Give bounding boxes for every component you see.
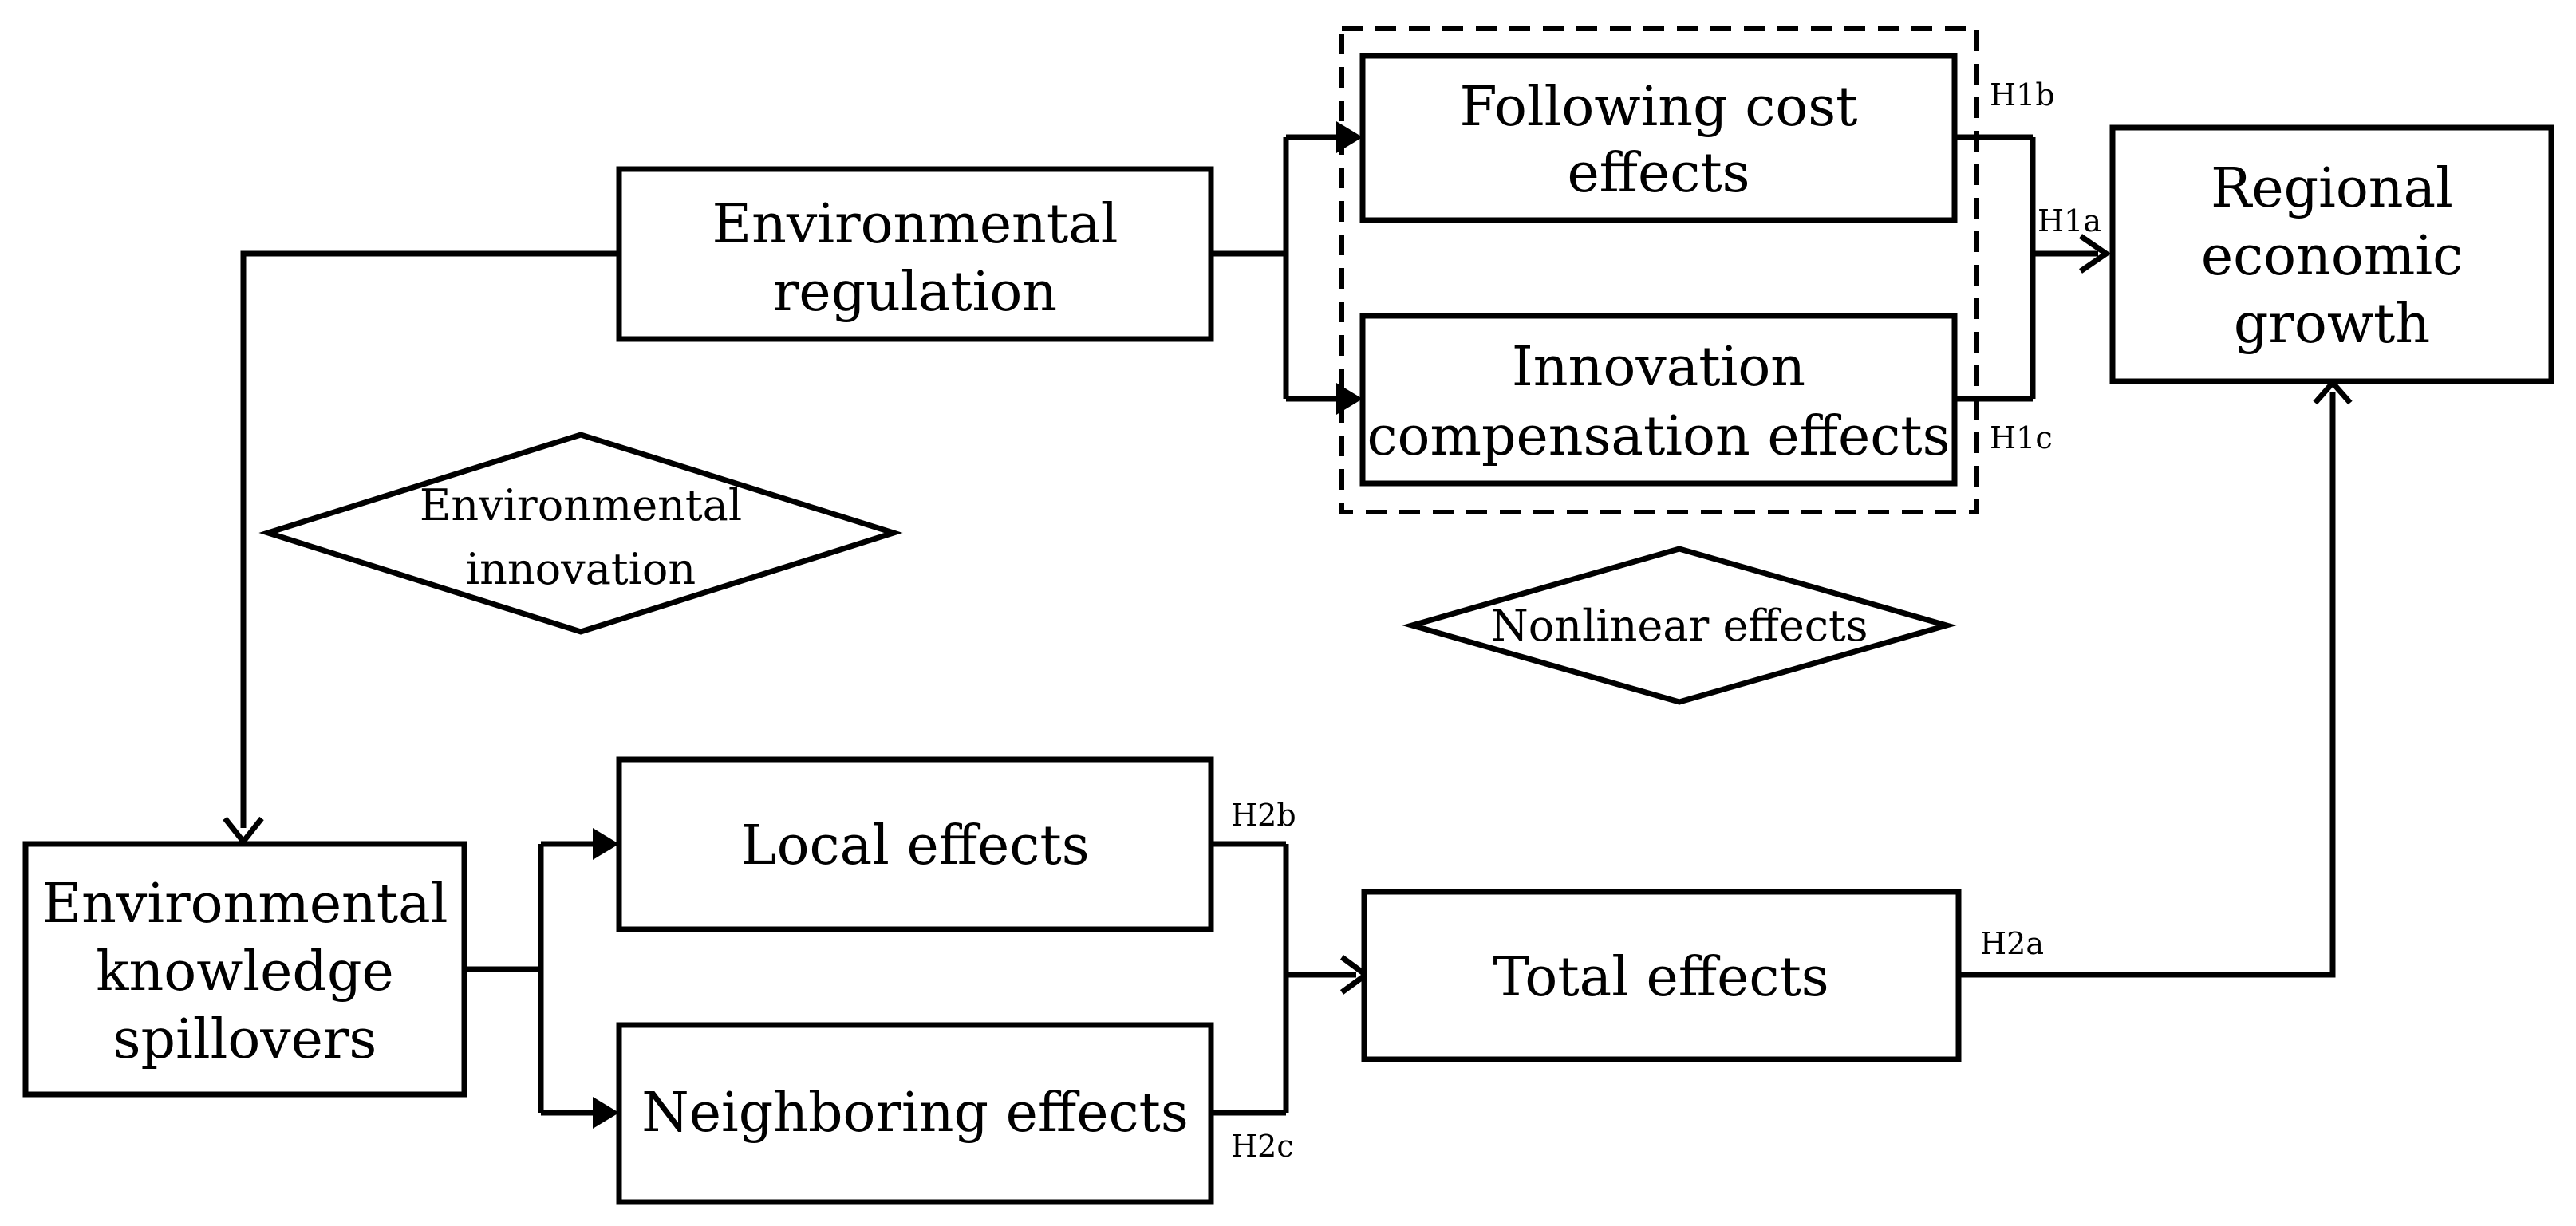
node-environmental-knowledge-spillovers: Environmental knowledge spillovers: [22, 841, 467, 1098]
node-following-cost-effects: Following cost effects: [1359, 53, 1958, 223]
mechanism-group-frame: [1339, 26, 1979, 514]
node-neighboring-effects: Neighboring effects: [616, 1022, 1214, 1205]
connector-total-to-regional-growth: [1959, 392, 2336, 978]
node-environmental-regulation: Environmental regulation: [616, 166, 1214, 342]
hypothesis-h1b: H1b: [1990, 77, 2055, 112]
arrowhead-local: [593, 828, 619, 860]
connectors: [223, 121, 2353, 1129]
node-label: Total effects: [1493, 946, 1828, 1009]
hypothesis-h1c: H1c: [1990, 420, 2053, 455]
diamond-label: innovation: [466, 544, 696, 594]
node-label: Local effects: [740, 814, 1089, 877]
node-label: spillovers: [113, 1008, 377, 1071]
hypothesis-labels: H1b H1a H1c H2b H2a H2c: [1231, 77, 2101, 1164]
hypothesis-h2c: H2c: [1231, 1129, 1294, 1164]
node-label: Following cost: [1460, 76, 1858, 139]
hypothesis-h2a: H2a: [1980, 926, 2044, 961]
diamond-environmental-innovation: Environmental innovation: [258, 432, 903, 635]
diamond-label: Environmental: [420, 480, 742, 530]
node-label: Neighboring effects: [641, 1082, 1189, 1145]
node-innovation-compensation-effects: Innovation compensation effects: [1359, 313, 1958, 487]
node-label: Innovation: [1512, 336, 1805, 399]
node-label: economic: [2201, 225, 2463, 288]
node-label: growth: [2234, 293, 2430, 356]
hypothesis-h2b: H2b: [1231, 798, 1296, 833]
node-label: compensation effects: [1367, 405, 1950, 468]
node-label: Environmental: [712, 193, 1118, 256]
node-label: Regional: [2211, 157, 2453, 220]
node-label: knowledge: [96, 940, 393, 1003]
node-local-effects: Local effects: [616, 756, 1214, 932]
node-total-effects: Total effects: [1361, 889, 1962, 1062]
diamond-nonlinear-effects: Nonlinear effects: [1402, 546, 1957, 705]
node-label: effects: [1567, 142, 1750, 205]
node-label: regulation: [773, 261, 1057, 324]
diamond-label: Nonlinear effects: [1491, 601, 1868, 651]
node-label: Environmental: [42, 873, 448, 936]
node-regional-economic-growth: Regional economic growth: [2109, 124, 2554, 384]
hypothesis-h1a: H1a: [2038, 203, 2101, 238]
connector-regulation-to-spillovers: [240, 250, 619, 828]
arrowhead-neighboring: [593, 1097, 619, 1129]
arrowhead-regional-growth-h1: [2079, 234, 2112, 274]
